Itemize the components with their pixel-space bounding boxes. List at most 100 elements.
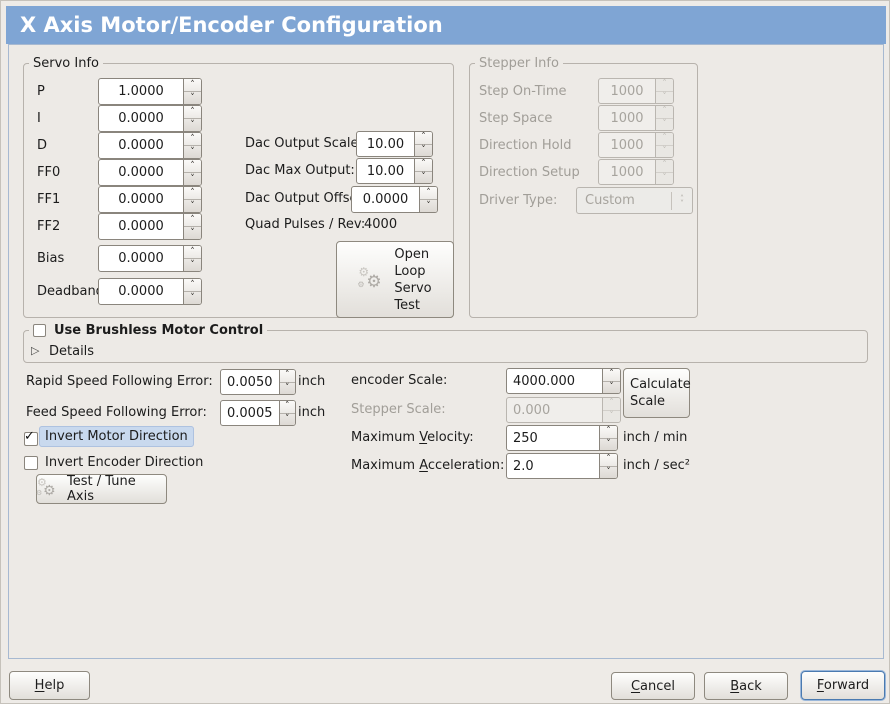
- max-acceleration-spinbox[interactable]: 2.0 ˄˅: [506, 453, 618, 479]
- spin-down-icon[interactable]: ˅: [421, 144, 426, 155]
- p-value[interactable]: 1.0000: [118, 84, 164, 99]
- deadband-value[interactable]: 0.0000: [118, 284, 164, 299]
- spin-down-icon[interactable]: ˅: [421, 171, 426, 182]
- i-spinbox[interactable]: 0.0000 ˄˅: [98, 105, 202, 132]
- spin-down-icon[interactable]: ˅: [190, 119, 195, 130]
- rapid-error-spinbox[interactable]: 0.0050 ˄˅: [220, 369, 296, 395]
- d-spinbox[interactable]: 0.0000 ˄˅: [98, 132, 202, 159]
- invert-encoder-label[interactable]: Invert Encoder Direction: [45, 455, 204, 470]
- spin-down-icon[interactable]: ˅: [190, 227, 195, 238]
- spin-up-icon[interactable]: ˄: [600, 454, 617, 467]
- rapid-error-label: Rapid Speed Following Error:: [26, 374, 213, 389]
- driver-type-combobox: Custom ˄˅: [576, 187, 693, 214]
- max-acceleration-value[interactable]: 2.0: [513, 458, 534, 474]
- spin-up-icon[interactable]: ˄: [184, 187, 201, 200]
- p-spinbox[interactable]: 1.0000 ˄˅: [98, 78, 202, 105]
- spin-up-icon[interactable]: ˄: [184, 79, 201, 92]
- encoder-scale-spinbox[interactable]: 4000.000 ˄˅: [506, 368, 621, 394]
- back-button[interactable]: Back: [704, 672, 788, 700]
- spin-up-icon[interactable]: ˄: [603, 369, 620, 382]
- spin-down-icon[interactable]: ˅: [190, 146, 195, 157]
- spin-up-icon: ˄: [656, 106, 673, 119]
- d-steppers[interactable]: ˄˅: [183, 133, 201, 158]
- encoder-scale-value[interactable]: 4000.000: [513, 373, 576, 389]
- open-loop-servo-test-button[interactable]: ⚙⚙⚙ Open Loop Servo Test: [336, 241, 454, 318]
- i-steppers[interactable]: ˄˅: [183, 106, 201, 131]
- spin-down-icon[interactable]: ˅: [190, 259, 195, 270]
- spin-up-icon[interactable]: ˄: [600, 426, 617, 439]
- direction-hold-value: 1000: [610, 137, 644, 153]
- dac-max-output-value[interactable]: 10.00: [366, 163, 405, 179]
- ff1-spinbox[interactable]: 0.0000 ˄˅: [98, 186, 202, 213]
- spin-up-icon[interactable]: ˄: [415, 132, 432, 145]
- step-on-time-label: Step On-Time: [479, 84, 567, 99]
- spin-down-icon[interactable]: ˅: [285, 413, 290, 424]
- feed-error-value[interactable]: 0.0005: [227, 405, 273, 421]
- expander-arrow-icon[interactable]: ▷: [31, 344, 40, 357]
- ff2-value[interactable]: 0.0000: [118, 219, 164, 234]
- test-tune-axis-button[interactable]: ⚙⚙⚙ Test / Tune Axis: [36, 474, 167, 504]
- rapid-error-value[interactable]: 0.0050: [227, 374, 273, 390]
- spin-up-icon[interactable]: ˄: [184, 133, 201, 146]
- help-button-label: Help: [34, 678, 65, 693]
- bias-spinbox[interactable]: 0.0000 ˄˅: [98, 245, 202, 272]
- ff2-steppers[interactable]: ˄˅: [183, 214, 201, 239]
- use-brushless-checkbox[interactable]: ✓: [33, 324, 46, 337]
- quad-pulses-label: Quad Pulses / Rev:: [245, 217, 366, 232]
- p-steppers[interactable]: ˄˅: [183, 79, 201, 104]
- dac-max-steppers[interactable]: ˄˅: [414, 159, 432, 183]
- ff0-value[interactable]: 0.0000: [118, 165, 164, 180]
- spin-down-icon[interactable]: ˅: [190, 173, 195, 184]
- deadband-steppers[interactable]: ˄˅: [183, 279, 201, 304]
- spin-down-icon[interactable]: ˅: [285, 382, 290, 393]
- dac-offset-steppers[interactable]: ˄˅: [419, 187, 437, 212]
- spin-up-icon[interactable]: ˄: [184, 246, 201, 259]
- deadband-spinbox[interactable]: 0.0000 ˄˅: [98, 278, 202, 305]
- step-space-label: Step Space: [479, 111, 553, 126]
- forward-button[interactable]: Forward: [801, 671, 885, 700]
- spin-up-icon[interactable]: ˄: [279, 370, 295, 383]
- spin-up-icon[interactable]: ˄: [184, 160, 201, 173]
- details-expander-label[interactable]: Details: [49, 344, 95, 359]
- help-button[interactable]: Help: [9, 671, 90, 700]
- ff1-value[interactable]: 0.0000: [118, 192, 164, 207]
- bias-steppers[interactable]: ˄˅: [183, 246, 201, 271]
- spin-down-icon[interactable]: ˅: [190, 92, 195, 103]
- spin-down-icon: ˅: [662, 172, 667, 183]
- spin-down-icon[interactable]: ˅: [609, 381, 614, 392]
- cancel-button[interactable]: Cancel: [611, 672, 695, 700]
- spin-up-icon[interactable]: ˄: [184, 279, 201, 292]
- spin-down-icon[interactable]: ˅: [190, 292, 195, 303]
- spin-down-icon[interactable]: ˅: [606, 466, 611, 477]
- dac-scale-steppers[interactable]: ˄˅: [414, 132, 432, 156]
- dac-output-offset-spinbox[interactable]: 0.0000 ˄˅: [351, 186, 438, 213]
- spin-up-icon[interactable]: ˄: [420, 187, 437, 200]
- invert-motor-checkbox[interactable]: ✓: [24, 429, 38, 446]
- d-value[interactable]: 0.0000: [118, 138, 164, 153]
- dac-output-scale-value[interactable]: 10.00: [366, 136, 405, 152]
- bias-value[interactable]: 0.0000: [118, 251, 164, 266]
- spin-up-icon[interactable]: ˄: [279, 401, 295, 414]
- dac-output-offset-value[interactable]: 0.0000: [362, 192, 409, 207]
- dac-max-output-spinbox[interactable]: 10.00 ˄˅: [356, 158, 433, 184]
- spin-down-icon[interactable]: ˅: [190, 200, 195, 211]
- spin-up-icon[interactable]: ˄: [184, 106, 201, 119]
- dac-output-scale-spinbox[interactable]: 10.00 ˄˅: [356, 131, 433, 157]
- max-velocity-value[interactable]: 250: [513, 430, 538, 446]
- feed-error-spinbox[interactable]: 0.0005 ˄˅: [220, 400, 296, 426]
- max-velocity-spinbox[interactable]: 250 ˄˅: [506, 425, 618, 451]
- i-value[interactable]: 0.0000: [118, 111, 164, 126]
- calculate-scale-button[interactable]: Calculate Scale: [623, 368, 691, 418]
- spin-up-icon[interactable]: ˄: [184, 214, 201, 227]
- ff2-spinbox[interactable]: 0.0000 ˄˅: [98, 213, 202, 240]
- spin-down-icon[interactable]: ˅: [606, 438, 611, 449]
- spin-down-icon[interactable]: ˅: [426, 200, 431, 211]
- ff0-spinbox[interactable]: 0.0000 ˄˅: [98, 159, 202, 186]
- ff1-label: FF1: [37, 192, 61, 207]
- invert-motor-label[interactable]: Invert Motor Direction: [39, 426, 194, 447]
- invert-encoder-checkbox[interactable]: ✓: [24, 456, 38, 470]
- ff1-steppers[interactable]: ˄˅: [183, 187, 201, 212]
- ff2-label: FF2: [37, 219, 61, 234]
- ff0-steppers[interactable]: ˄˅: [183, 160, 201, 185]
- spin-up-icon[interactable]: ˄: [415, 159, 432, 172]
